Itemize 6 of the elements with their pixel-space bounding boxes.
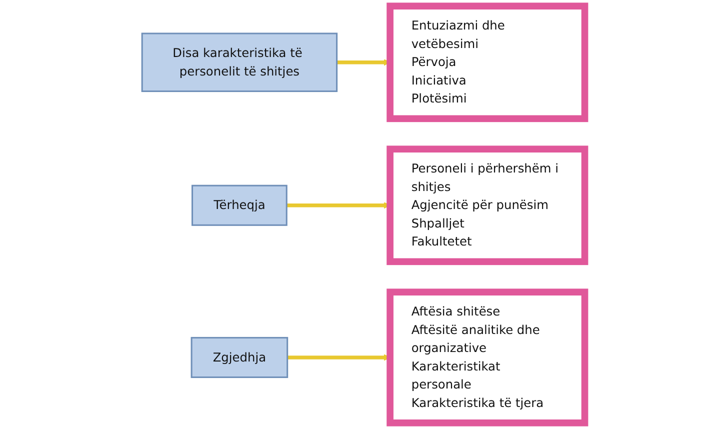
node-box: Disa karakteristika të personelit të shitjes bbox=[140, 32, 338, 92]
node-box: Personeli i përhershëm i shitjes Agjencitë për punësim Shpalljet Fakultetet bbox=[386, 146, 588, 266]
node-box: Zgjedhja bbox=[190, 336, 288, 378]
node-box: Aftësia shitëse Aftësitë analitike dhe organizative Karakteristikat personale Karakteristika të tjera bbox=[386, 288, 588, 426]
node-box: Entuziazmi dhe vetëbesimi Përvoja Iniciativa Plotësimi bbox=[386, 2, 588, 122]
node-box: Tërheqja bbox=[191, 184, 287, 226]
